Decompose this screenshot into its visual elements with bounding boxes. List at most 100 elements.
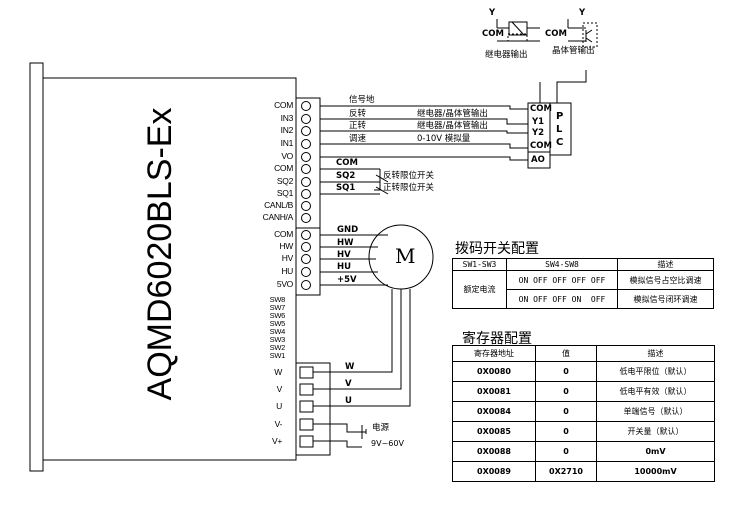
plc-label: P L C [556, 111, 564, 148]
reg-header-val: 值 [535, 345, 597, 362]
wire-signal-ground: 信号地 [349, 95, 375, 105]
wire-hw: HW [337, 238, 354, 248]
plc-pin-ao: AO [531, 155, 545, 165]
transistor-icon [582, 22, 598, 48]
dip-row-desc: 模拟信号闭环调速 [617, 289, 714, 309]
pin-canl: CANL/B [264, 200, 293, 210]
reg-row-desc: 单端信号（默认） [596, 401, 715, 422]
reg-row-addr: 0X0085 [452, 421, 536, 442]
reg-header-addr: 寄存器地址 [452, 345, 536, 362]
reg-row-desc: 10000mV [596, 461, 715, 482]
pin-sw6: SW6 [269, 311, 286, 320]
output-y-relay: Y [489, 8, 496, 18]
pin-sw1: SW1 [269, 351, 286, 360]
pin-in3: IN3 [280, 113, 294, 123]
wire-forward: 正转 [349, 121, 367, 131]
wire-sq2: SQ2 [336, 171, 356, 181]
wire-speed: 调速 [349, 134, 367, 144]
motor-label: M [395, 244, 416, 268]
driver-model-label: AQMD6020BLS-Ex [141, 107, 179, 401]
pin-sw5: SW5 [269, 319, 286, 328]
reg-table: 寄存器地址 值 描述 0X0080 0 低电平限位（默认） 0X0081 0 低… [452, 345, 715, 482]
terminal-block-hall [295, 227, 321, 296]
wire-com: COM [336, 158, 358, 168]
pin-hall-com: COM [274, 229, 293, 239]
wire-u: U [345, 396, 352, 406]
wire-power-range: 9V~60V [371, 439, 404, 448]
reg-row-val: 0 [535, 361, 597, 382]
dip-row-desc: 模拟信号占空比调速 [617, 270, 714, 290]
pin-sw3: SW3 [269, 335, 286, 344]
reg-row-val: 0 [535, 441, 597, 462]
pin-sw2: SW2 [269, 343, 286, 352]
plc-pin-y1: Y1 [532, 117, 545, 127]
dip-title: 拨码开关配置 [455, 241, 539, 257]
dip-row-sw: ON OFF OFF ON OFF [506, 289, 618, 309]
pin-sq2: SQ2 [276, 176, 293, 186]
reg-title: 寄存器配置 [462, 331, 532, 347]
pin-com-2: COM [274, 163, 293, 173]
pin-hw: HW [279, 241, 293, 251]
dip-row-label: 额定电流 [452, 270, 507, 309]
reg-row-val: 0 [535, 421, 597, 442]
reg-row-val: 0X2710 [535, 461, 597, 482]
wire-v: V [345, 379, 352, 389]
reg-row-addr: 0X0088 [452, 441, 536, 462]
dip-table: SW1-SW3 SW4-SW8 描述 额定电流 ON OFF OFF OFF O… [452, 258, 714, 309]
plc-pin-y2: Y2 [532, 128, 545, 138]
terminal-screws-signal [301, 101, 311, 223]
reg-row-addr: 0X0089 [452, 461, 536, 482]
plc-pin-com-1: COM [530, 104, 552, 114]
pin-u: U [276, 401, 282, 411]
wire-hu: HU [337, 262, 352, 272]
output-transistor-label: 晶体管输出 [552, 46, 595, 56]
wire-relay-out-1: 继电器/晶体管输出 [417, 109, 488, 119]
pin-sw8: SW8 [269, 295, 286, 304]
reg-row-desc: 开关量（默认） [596, 421, 715, 442]
pin-sq1: SQ1 [276, 188, 293, 198]
pin-hu: HU [281, 266, 293, 276]
wire-hv: HV [337, 250, 351, 260]
reg-row-val: 0 [535, 401, 597, 422]
pin-v-minus: V- [274, 419, 283, 429]
output-relay-label: 继电器输出 [485, 50, 528, 60]
pin-w: W [274, 367, 282, 377]
terminal-block-power [295, 362, 331, 456]
terminal-block-signal [295, 97, 321, 229]
pin-v-plus: V+ [271, 436, 282, 446]
reg-row-desc: 低电平限位（默认） [596, 361, 715, 382]
pin-com-1: COM [274, 100, 293, 110]
output-com-relay: COM [482, 29, 504, 39]
pin-vo: VO [281, 151, 293, 161]
wire-reverse: 反转 [349, 109, 367, 119]
reg-row-desc: 0mV [596, 441, 715, 462]
dip-header-sw1-3: SW1-SW3 [452, 258, 507, 271]
wire-relay-out-2: 继电器/晶体管输出 [417, 121, 488, 131]
wire-sq1: SQ1 [336, 183, 356, 193]
dip-row-sw: ON OFF OFF OFF OFF [506, 270, 618, 290]
pin-v: V [276, 384, 283, 394]
wire-w: W [345, 362, 355, 372]
reg-row-desc: 低电平有效（默认） [596, 381, 715, 402]
pin-sw7: SW7 [269, 303, 286, 312]
pin-sw4: SW4 [269, 327, 286, 336]
output-y-transistor: Y [579, 8, 586, 18]
wire-rev-limit: 反转限位开关 [383, 171, 435, 181]
driver-mounting-flange [29, 62, 44, 472]
output-com-transistor: COM [545, 29, 567, 39]
wire-power: 电源 [372, 423, 390, 433]
pin-in2: IN2 [280, 125, 294, 135]
reg-row-addr: 0X0084 [452, 401, 536, 422]
wire-analog: 0-10V 模拟量 [417, 134, 471, 144]
pin-canh: CANH/A [262, 212, 294, 222]
dip-header-sw4-8: SW4-SW8 [506, 258, 618, 271]
pin-hv: HV [281, 253, 294, 263]
reg-row-val: 0 [535, 381, 597, 402]
reg-header-desc: 描述 [596, 345, 715, 362]
dip-header-desc: 描述 [617, 258, 714, 271]
terminal-screws-hall [301, 230, 311, 290]
reg-row-addr: 0X0080 [452, 361, 536, 382]
plc-box [549, 102, 572, 156]
wire-5v: +5V [337, 275, 357, 285]
